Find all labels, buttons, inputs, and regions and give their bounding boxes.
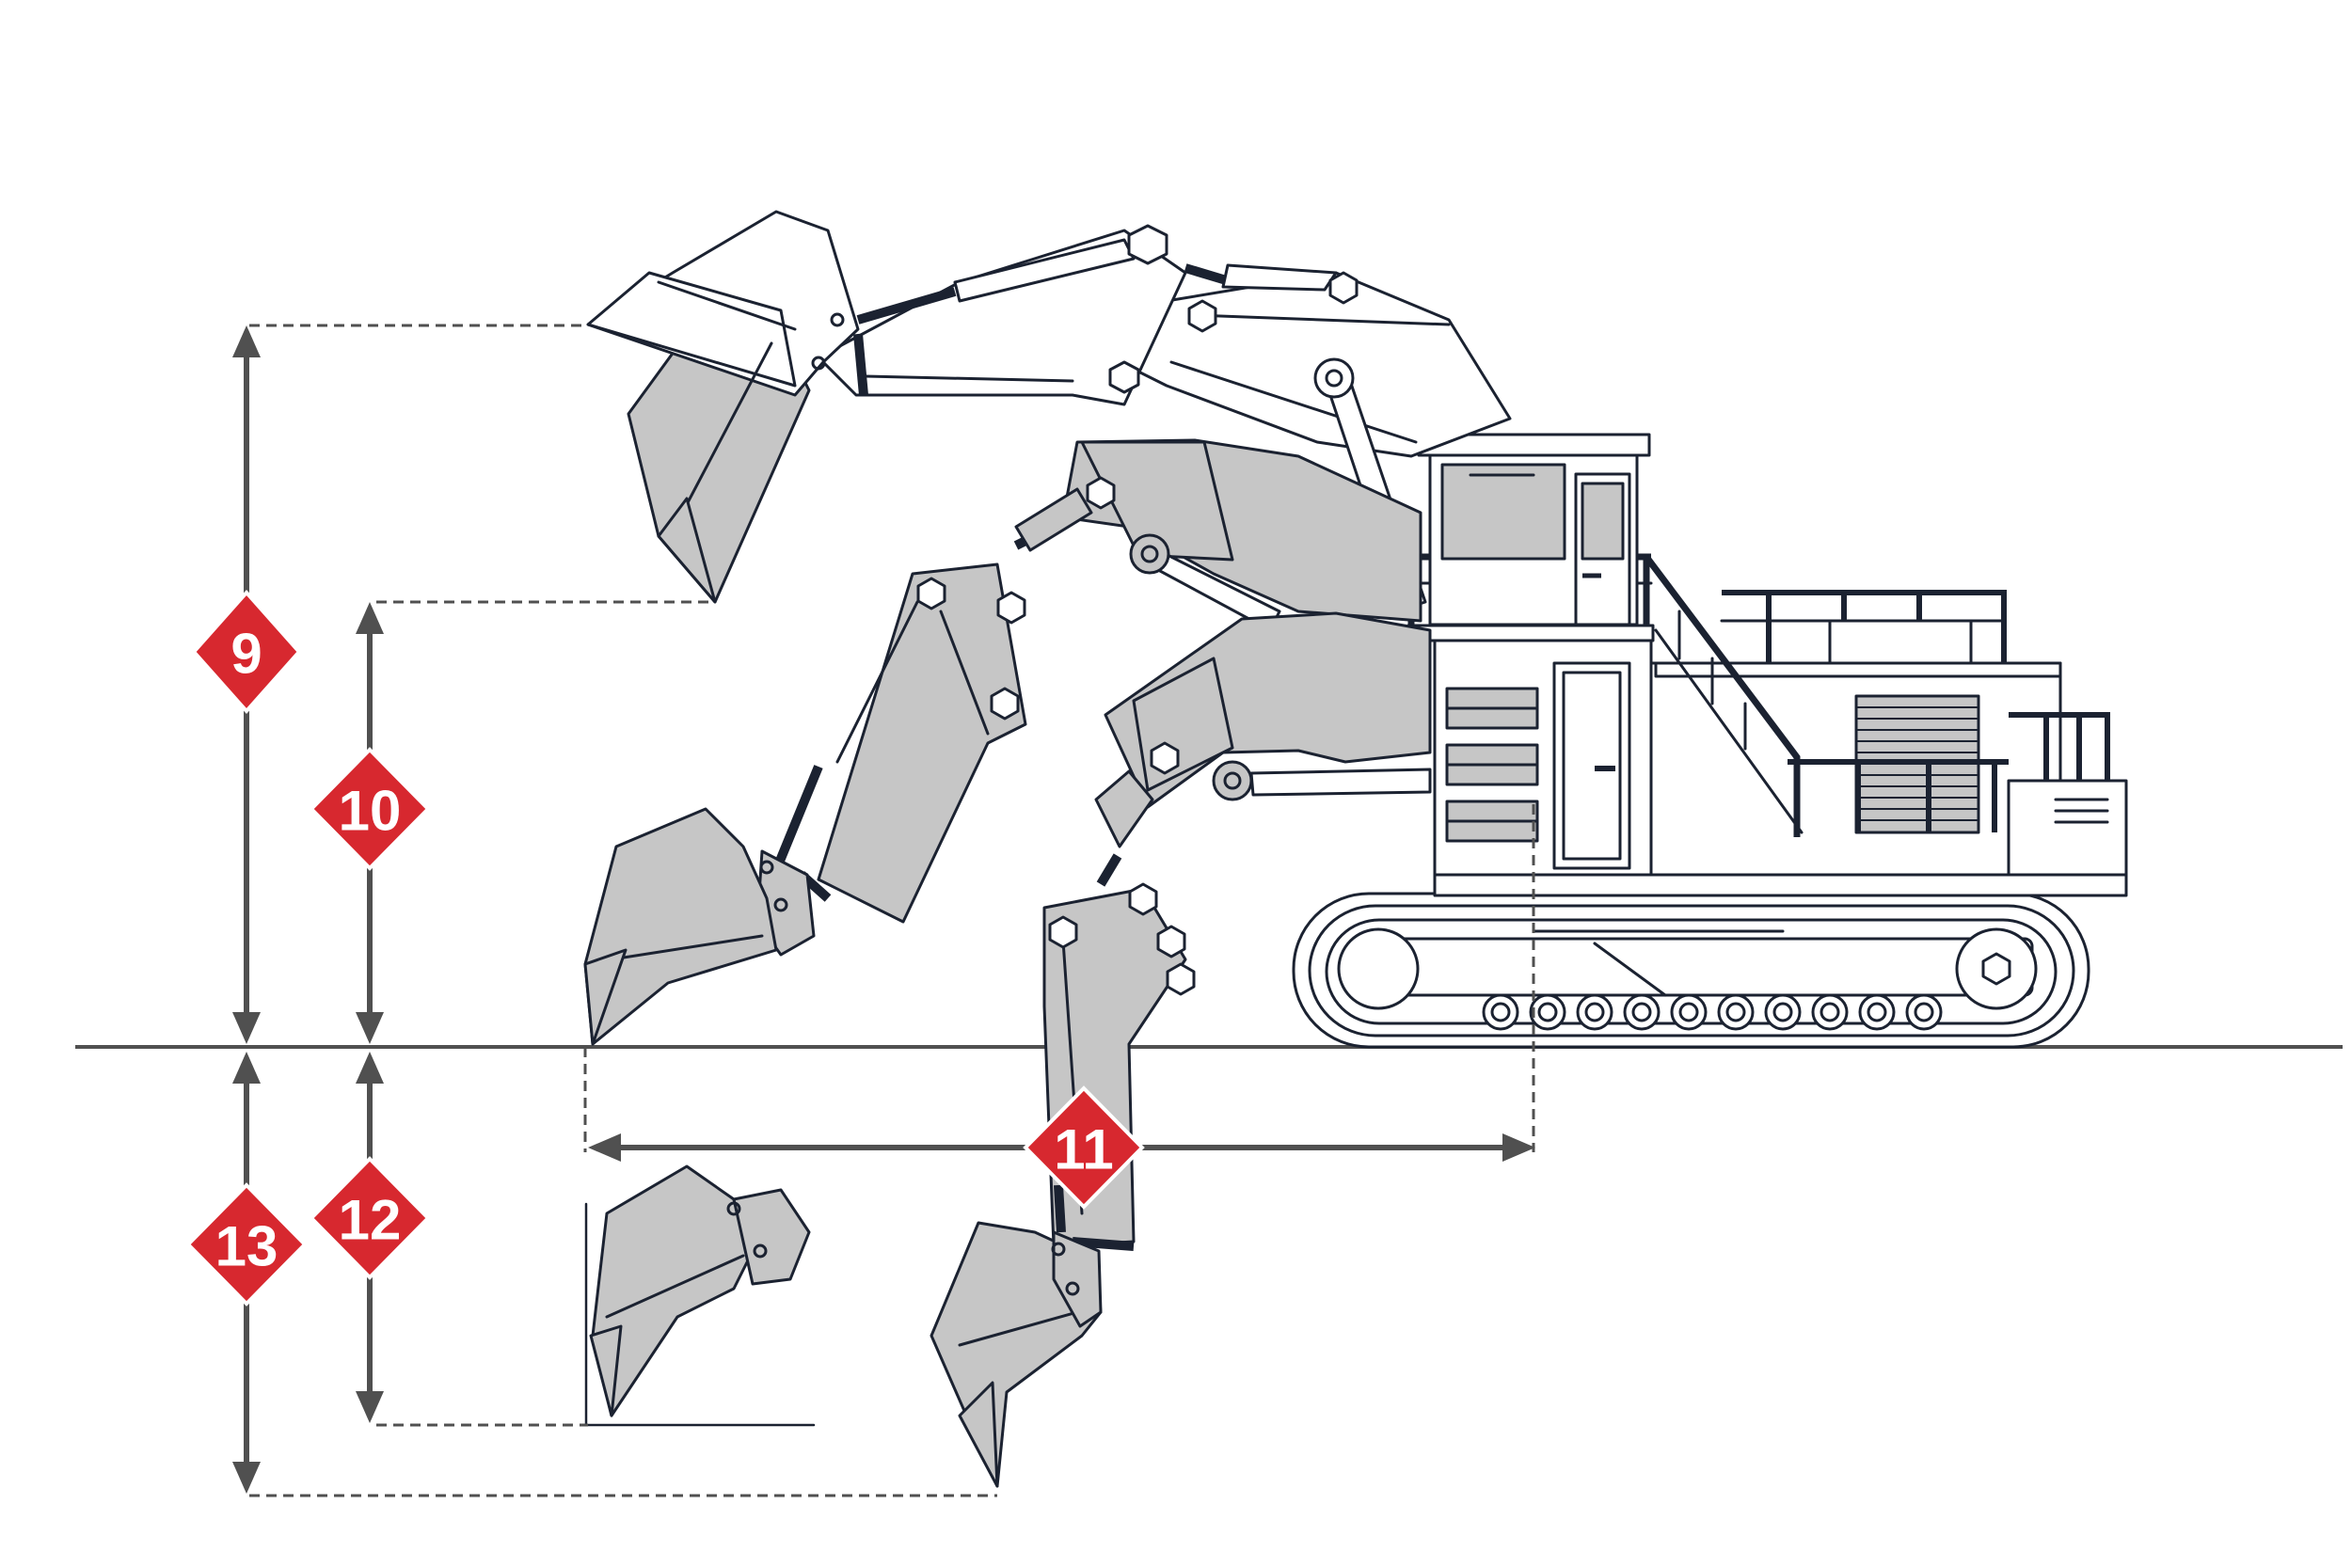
- badge-13-label: 13: [215, 1215, 278, 1278]
- bucket-floor-level: [584, 1164, 816, 1427]
- bucket-ground-reach: [583, 807, 778, 1046]
- badge-11-label: 11: [1054, 1118, 1113, 1181]
- badge-9: 9: [191, 589, 302, 715]
- attachment-ground-reach: [583, 438, 1422, 1046]
- attachment-max-dig: [930, 611, 1432, 1488]
- excavator-body: [1292, 433, 2128, 1049]
- badge-11: 11: [1023, 1085, 1145, 1210]
- badge-13: 13: [185, 1182, 308, 1307]
- badge-10-label: 10: [339, 780, 402, 843]
- badge-12: 12: [309, 1156, 431, 1280]
- stick-gray-mid: [817, 562, 1027, 924]
- badge-9-label: 9: [230, 623, 262, 686]
- badge-12-label: 12: [339, 1189, 402, 1252]
- track-rollers: [1482, 993, 1943, 1031]
- badge-10: 10: [309, 747, 431, 871]
- crawler-track: [1292, 892, 2090, 1049]
